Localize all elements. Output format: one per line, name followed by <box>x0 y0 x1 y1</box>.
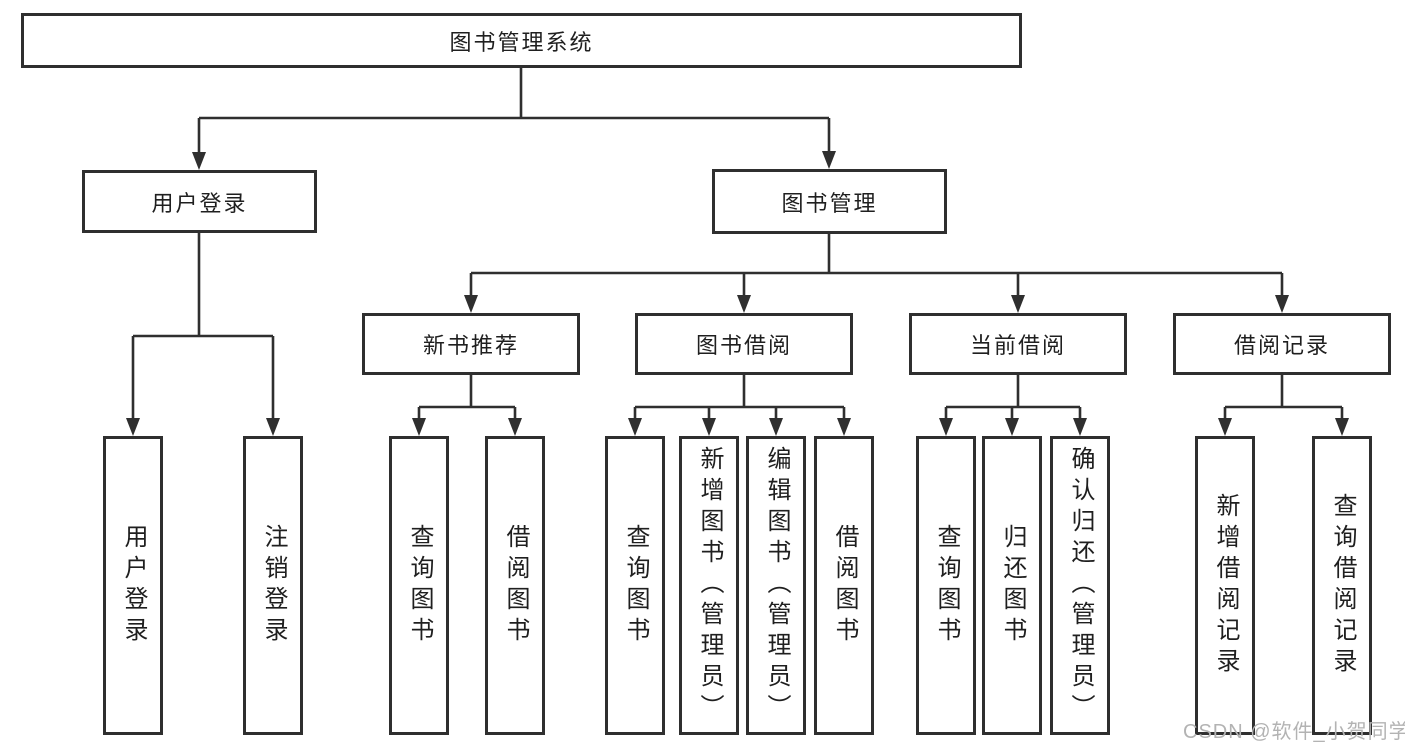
node-user-login-label: 用户登录 <box>151 190 248 216</box>
leaf-query-books-borrowing-label: 查询图书 <box>622 523 649 648</box>
leaf-query-books-current: 查询图书 <box>916 436 976 735</box>
leaf-logout-label: 注销登录 <box>260 523 287 648</box>
node-book-borrowing-label: 图书借阅 <box>695 333 792 358</box>
leaf-add-book-admin-label: 新增图书（管理员） <box>696 446 723 725</box>
leaf-query-borrow-record: 查询借阅记录 <box>1312 436 1372 735</box>
leaf-query-books-borrowing: 查询图书 <box>605 436 665 735</box>
leaf-query-books-recommend-label: 查询图书 <box>406 523 433 648</box>
leaf-query-books-recommend: 查询图书 <box>389 436 449 735</box>
leaf-add-book-admin: 新增图书（管理员） <box>679 436 739 735</box>
node-borrowing-records: 借阅记录 <box>1173 313 1391 375</box>
leaf-query-borrow-record-label: 查询借阅记录 <box>1329 492 1356 679</box>
leaf-borrow-books-recommend-label: 借阅图书 <box>502 523 529 648</box>
leaf-borrow-books-borrowing-label: 借阅图书 <box>831 523 858 648</box>
leaf-confirm-return-admin-label: 确认归还（管理员） <box>1067 446 1094 725</box>
watermark: CSDN @软件_小贺同学 <box>1183 721 1405 743</box>
leaf-borrow-books-recommend: 借阅图书 <box>485 436 545 735</box>
leaf-user-login-label: 用户登录 <box>120 523 147 648</box>
node-current-borrowing-label: 当前借阅 <box>969 333 1066 358</box>
leaf-edit-book-admin: 编辑图书（管理员） <box>746 436 806 735</box>
node-book-management-label: 图书管理 <box>781 190 878 216</box>
node-new-book-recommend-label: 新书推荐 <box>422 333 519 358</box>
leaf-edit-book-admin-label: 编辑图书（管理员） <box>763 446 790 725</box>
node-new-book-recommend: 新书推荐 <box>362 313 580 375</box>
leaf-return-books: 归还图书 <box>982 436 1042 735</box>
node-user-login: 用户登录 <box>82 170 317 233</box>
node-book-management: 图书管理 <box>712 169 947 234</box>
node-current-borrowing: 当前借阅 <box>909 313 1127 375</box>
node-book-borrowing: 图书借阅 <box>635 313 853 375</box>
leaf-logout: 注销登录 <box>243 436 303 735</box>
node-borrowing-records-label: 借阅记录 <box>1233 333 1330 358</box>
leaf-add-borrow-record: 新增借阅记录 <box>1195 436 1255 735</box>
leaf-add-borrow-record-label: 新增借阅记录 <box>1212 492 1239 679</box>
leaf-borrow-books-borrowing: 借阅图书 <box>814 436 874 735</box>
node-root-label: 图书管理系统 <box>449 29 594 55</box>
leaf-confirm-return-admin: 确认归还（管理员） <box>1050 436 1110 735</box>
node-root: 图书管理系统 <box>21 13 1022 68</box>
leaf-user-login: 用户登录 <box>103 436 163 735</box>
leaf-query-books-current-label: 查询图书 <box>933 523 960 648</box>
leaf-return-books-label: 归还图书 <box>999 523 1026 648</box>
